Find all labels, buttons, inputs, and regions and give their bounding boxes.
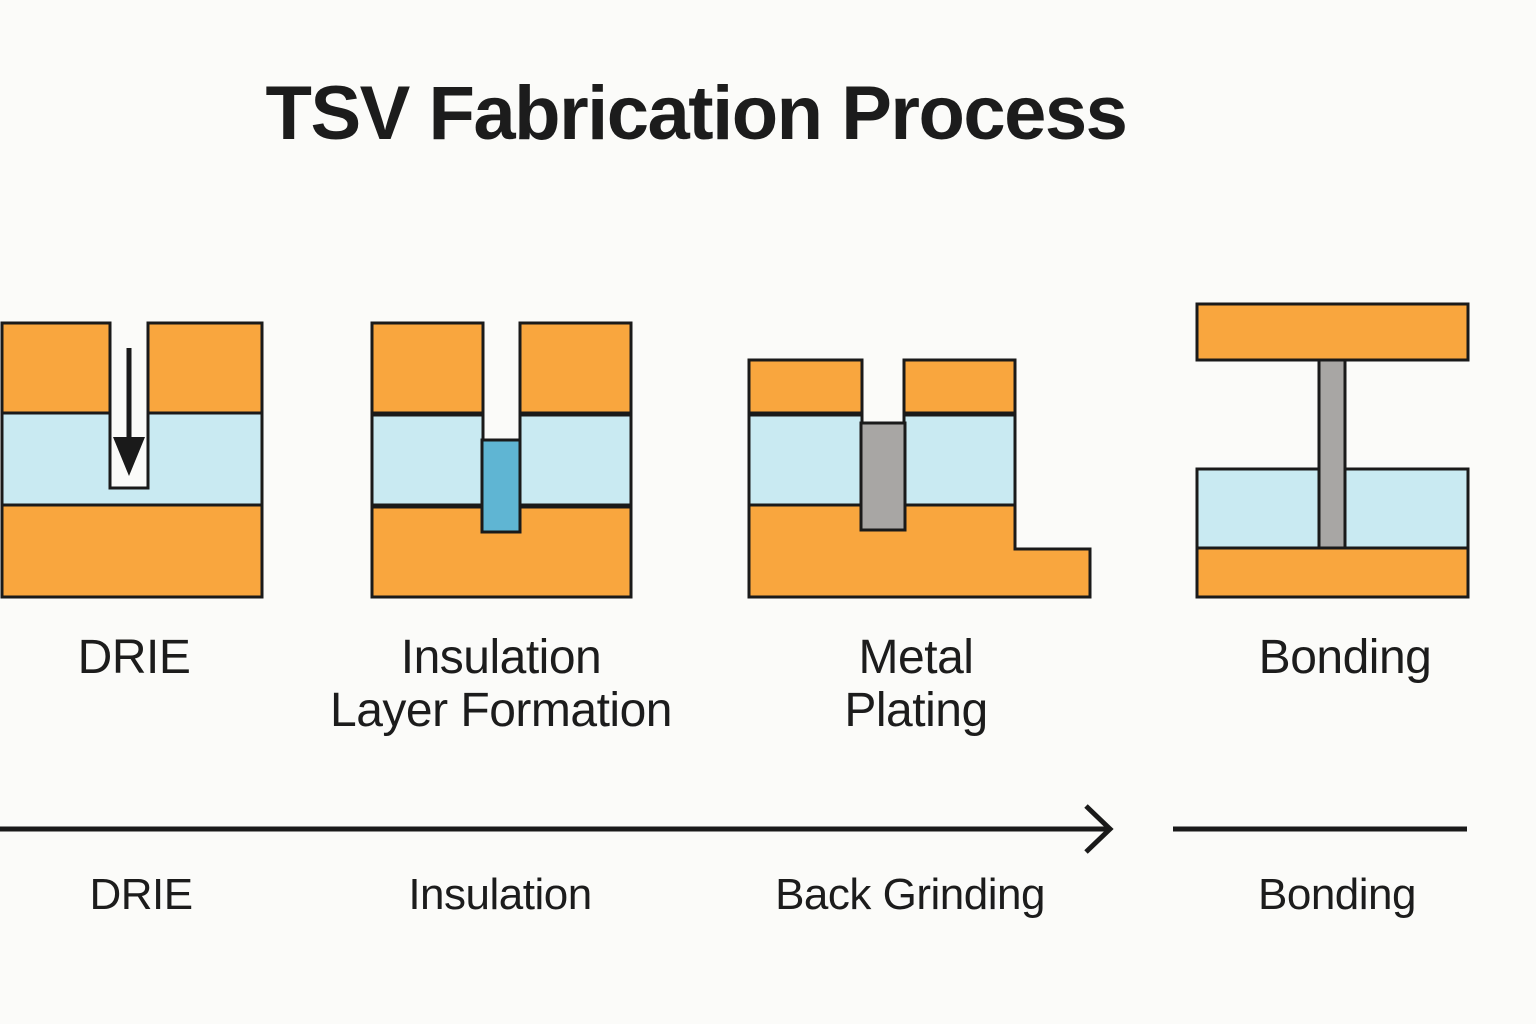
timeline-label-bonding: Bonding [1258, 870, 1416, 919]
bottom-wafer [1195, 546, 1470, 599]
top-silicon-left [370, 321, 485, 415]
top-silicon-right [902, 358, 1017, 415]
oxide-layer-right [902, 413, 1017, 507]
top-silicon-right [518, 321, 633, 415]
top-wafer [1195, 302, 1470, 362]
etch-direction-arrow [113, 348, 145, 476]
metal-pillar [1317, 358, 1347, 550]
drie-diagram [0, 321, 264, 599]
metal-via [859, 421, 907, 532]
stage-caption-bonding: Bonding [1258, 631, 1432, 684]
metal-plating-diagram [747, 358, 1092, 599]
bottom-silicon [0, 503, 264, 599]
insulation-fill [480, 438, 522, 534]
timeline-label-insulation: Insulation [408, 870, 592, 919]
timeline-label-back-grinding: Back Grinding [775, 870, 1045, 919]
stage-caption-insulation: Insulation Layer Formation [330, 631, 672, 737]
top-silicon-left [0, 321, 112, 415]
etch-arrow-head [113, 437, 145, 476]
oxide-layer-left [370, 413, 485, 507]
timeline-label-drie: DRIE [89, 870, 193, 919]
oxide-layer-left [1195, 467, 1321, 550]
process-flow-arrow [0, 804, 1114, 854]
oxide-layer-right [518, 413, 633, 507]
flow-arrow-head [1084, 804, 1114, 854]
bonding-diagram [1195, 302, 1470, 599]
page-title: TSV Fabrication Process [265, 71, 1128, 156]
process-timeline [0, 804, 1467, 854]
top-silicon-right [146, 321, 264, 415]
top-silicon-left [747, 358, 864, 415]
bottom-silicon-stepped [747, 503, 1092, 599]
stage-caption-drie: DRIE [77, 631, 191, 684]
stage-caption-metal-plating: Metal Plating [844, 631, 988, 737]
oxide-layer-left [747, 413, 864, 507]
insulation-diagram [370, 321, 633, 599]
oxide-layer-right [1343, 467, 1470, 550]
